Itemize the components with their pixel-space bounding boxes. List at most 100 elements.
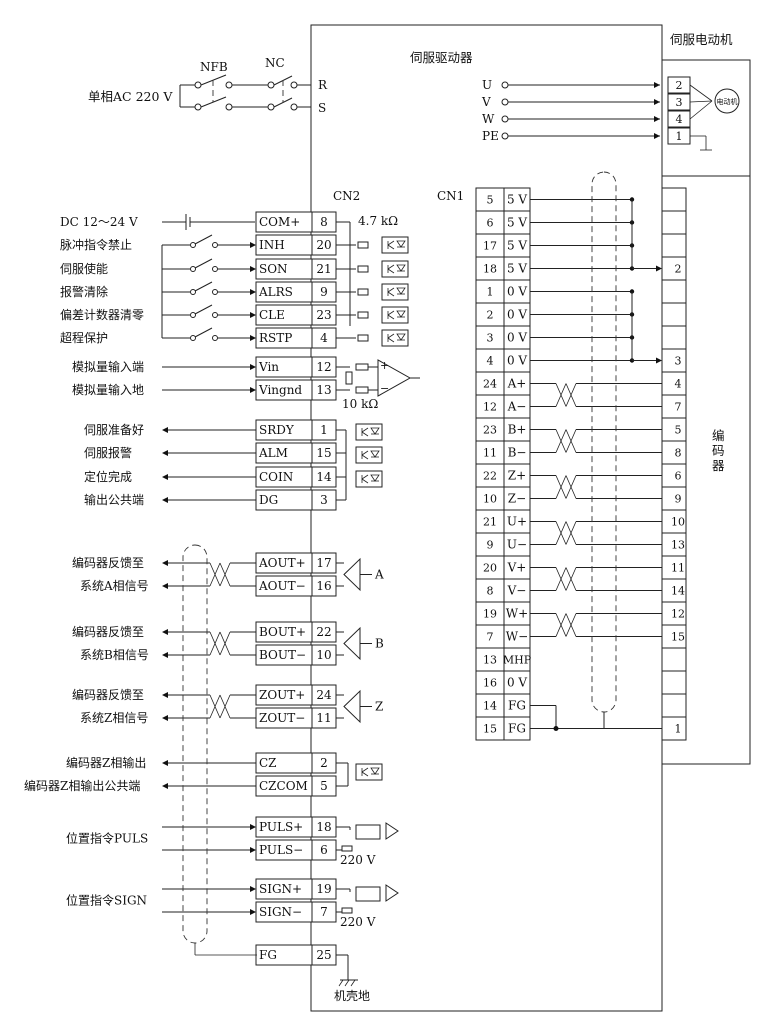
terminal-dot [501, 115, 509, 123]
motor-pin-number: 3 [676, 96, 683, 109]
cn1-signal-name: 0 V [507, 331, 527, 345]
cn1-pin-number: 1 [487, 286, 494, 299]
analog-pin: 13 [316, 383, 331, 397]
optocoupler-icon [355, 446, 383, 464]
input-description: 超程保护 [60, 330, 108, 345]
input-pin: 9 [320, 285, 328, 299]
fg-signal: FG [259, 948, 277, 962]
ground-label: 机壳地 [334, 989, 370, 1003]
input-pin: 23 [316, 308, 331, 322]
cz-description: 编码器Z相输出 [66, 755, 146, 770]
cn1-signal-name: FG [508, 722, 526, 736]
line-driver-icon [343, 557, 361, 592]
cn2-encoder-outputs: 编码器反馈至系统A相信号AOUT+17AOUT−16A编码器反馈至系统B相信号B… [72, 552, 384, 729]
drive-title: 伺服驱动器 [410, 50, 473, 65]
enc-output-description: 编码器反馈至 [72, 555, 144, 570]
cn1-signal-name: U− [507, 538, 527, 552]
encoder-pin-number: 5 [675, 424, 682, 437]
pulse-pin: 19 [316, 882, 331, 896]
cn1-pin-number: 23 [483, 424, 497, 437]
output-signal: ALM [258, 446, 288, 460]
pulse-pin: 6 [320, 843, 328, 857]
cn1-pin-number: 18 [483, 263, 497, 276]
cz-pin: 2 [320, 756, 328, 770]
pulse-signal: SIGN+ [259, 882, 302, 896]
left-shield [182, 544, 208, 944]
cn1-signal-name: 0 V [507, 354, 527, 368]
encoder-pin-number: 9 [675, 493, 682, 506]
fg-pin: 25 [316, 948, 331, 962]
pulse-pin: 7 [320, 905, 328, 919]
enc-output-signal: ZOUT+ [259, 688, 305, 702]
pulse-signal: SIGN− [259, 905, 302, 919]
analog-signal: Vin [258, 360, 279, 374]
motor-pin-number: 1 [676, 130, 683, 143]
optocoupler-icon [355, 824, 381, 840]
encoder-pin-cell [661, 693, 687, 718]
cn1-pin-number: 9 [487, 539, 494, 552]
cn1-signal-name: A+ [507, 377, 527, 391]
cn1-pin-number: 15 [483, 723, 497, 736]
pulse-signal: PULS+ [259, 820, 303, 834]
enc-output-signal: AOUT− [258, 579, 306, 593]
output-description: 伺服报警 [84, 445, 132, 460]
enc-output-description: 系统B相信号 [80, 648, 149, 662]
cz-pin: 5 [320, 779, 328, 793]
resistor-icon [355, 386, 369, 394]
encoder-pin-cell [661, 233, 687, 258]
optocoupler-icon [381, 236, 409, 254]
encoder-pin-number: 2 [675, 263, 682, 276]
enc-output-signal: ZOUT− [259, 711, 305, 725]
motor-pin-number: 4 [676, 113, 683, 126]
motor-terminal-name: U [482, 78, 492, 92]
enc-output-pin: 11 [316, 711, 331, 725]
enc-output-signal: AOUT+ [258, 556, 306, 570]
enc-output-description: 系统Z相信号 [80, 711, 148, 725]
cz-signal: CZCOM [259, 779, 308, 793]
analog-description: 模拟量输入地 [72, 382, 144, 397]
enc-output-pin: 16 [316, 579, 331, 593]
input-signal: CLE [259, 308, 285, 322]
output-pin: 14 [316, 470, 332, 484]
pulse-resistor-label: 220 V [340, 853, 376, 867]
terminal-dot [501, 98, 509, 106]
resistor-icon [341, 907, 353, 914]
cn1-signal-name: V+ [507, 561, 527, 575]
enc-output-description: 编码器反馈至 [72, 687, 144, 702]
input-signal: COM+ [259, 215, 300, 229]
enc-output-pin: 22 [316, 625, 331, 639]
motor-symbol-label: 电动机 [717, 97, 738, 106]
motor-terminal-name: W [482, 112, 495, 126]
motor-title: 伺服电动机 [670, 32, 733, 47]
enc-channel-label: Z [375, 700, 383, 714]
cn1-signal-name: 5 V [507, 216, 527, 230]
pulse-signal: PULS− [259, 843, 303, 857]
power-supply-label: 单相AC 220 V [88, 89, 173, 104]
encoder-pin-number: 14 [671, 585, 685, 598]
cn1-pin-number: 19 [483, 608, 497, 621]
output-signal: DG [259, 493, 278, 507]
cn1-pin-number: 22 [483, 470, 497, 483]
optocoupler-icon [355, 886, 381, 902]
motor-symbol [714, 88, 740, 114]
motor-terminal-name: V [481, 95, 491, 109]
line-driver-icon [343, 626, 361, 661]
optocoupler-icon [381, 283, 409, 301]
cn1-signal-name: B− [508, 446, 527, 460]
enc-output-pin: 24 [316, 688, 332, 702]
cn1-signal-name: 5 V [507, 262, 527, 276]
encoder-pin-number: 11 [671, 562, 685, 575]
input-signal: INH [259, 238, 285, 252]
motor-pin-number: 2 [676, 79, 683, 92]
cn1-pin-number: 17 [483, 240, 497, 253]
terminal-dot [501, 132, 509, 140]
cn1-pin-number: 4 [487, 355, 494, 368]
encoder-pin-cell [661, 325, 687, 350]
input-description: 报警清除 [60, 284, 108, 299]
cn1-pin-number: 14 [483, 700, 497, 713]
cn1-signal-name: W+ [506, 607, 528, 621]
optocoupler-icon [381, 329, 409, 347]
